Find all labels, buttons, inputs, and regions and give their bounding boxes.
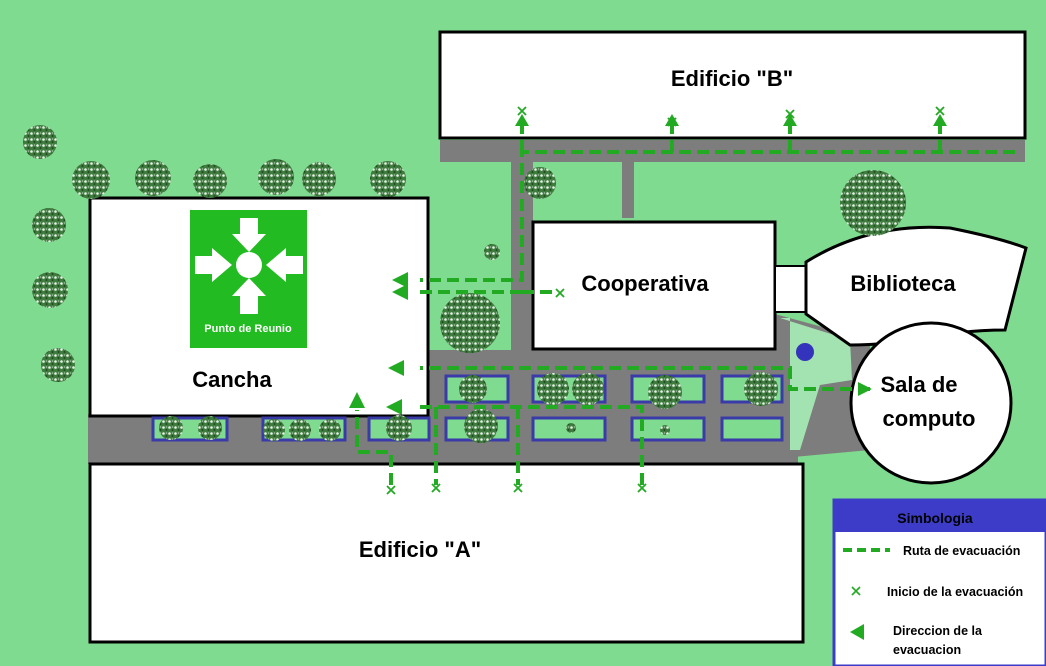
tree <box>198 416 222 440</box>
tree <box>572 373 604 405</box>
tree <box>32 272 68 308</box>
start-markers <box>386 106 945 495</box>
x-marker-icon <box>555 288 565 298</box>
direction-arrows <box>349 114 947 415</box>
tree <box>319 419 341 441</box>
tree <box>370 161 406 197</box>
arrow-up-icon <box>349 392 365 408</box>
tree <box>660 425 670 435</box>
arrow-left-icon <box>386 399 402 415</box>
arrow-up-icon <box>515 114 529 126</box>
arrow-left-icon <box>266 248 303 282</box>
arrow-down-icon <box>232 218 266 252</box>
arrow-up-icon <box>933 114 947 126</box>
evacuation-routes <box>355 125 1015 485</box>
tree <box>302 162 336 196</box>
edificio-a <box>88 462 805 644</box>
arrow-up-icon <box>783 114 797 126</box>
tree <box>258 159 294 195</box>
arrow-right-icon <box>195 248 232 282</box>
punto-de-reunion-label: Punto de Reunio <box>204 323 292 335</box>
arrow-up-icon <box>665 114 679 126</box>
tree <box>386 415 412 441</box>
x-marker-icon <box>513 483 523 493</box>
legend: Simbologia Ruta de evacuación Inicio de … <box>832 498 1046 666</box>
edificio-b <box>438 30 1027 140</box>
tree <box>263 419 285 441</box>
edificio-a-label: Edificio "A" <box>359 537 481 562</box>
legend-direction-label-2: evacuacion <box>893 643 961 657</box>
x-marker-icon <box>667 117 677 127</box>
tree <box>289 419 311 441</box>
tree <box>159 416 183 440</box>
tree <box>440 293 500 353</box>
tree <box>41 348 75 382</box>
tree <box>744 372 778 406</box>
x-marker-icon <box>431 483 441 493</box>
legend-route-label: Ruta de evacuación <box>903 544 1020 558</box>
arrow-left-icon <box>392 272 408 288</box>
tree <box>72 161 110 199</box>
tree <box>32 208 66 242</box>
tree <box>524 167 556 199</box>
fountain-dot <box>796 343 814 361</box>
legend-direction-icon <box>850 624 864 640</box>
edificio-b-label: Edificio "B" <box>671 66 793 91</box>
tree <box>464 409 498 443</box>
legend-start-symbol <box>851 586 861 596</box>
x-marker-icon <box>935 106 945 116</box>
arrow-right-icon <box>858 382 872 396</box>
sala-de-computo-label-2: computo <box>883 406 976 431</box>
trees <box>23 125 906 443</box>
tree <box>459 375 487 403</box>
connector <box>774 265 808 313</box>
arrow-left-icon <box>392 284 408 300</box>
biblioteca-label: Biblioteca <box>850 271 956 296</box>
x-marker-icon <box>517 106 527 116</box>
sala-de-computo-label-1: Sala de <box>880 372 957 397</box>
cancha-label: Cancha <box>192 367 272 392</box>
arrow-up-icon <box>232 278 266 314</box>
x-marker-icon <box>637 483 647 493</box>
tree <box>840 170 906 236</box>
punto-de-reunion-sign: Punto de Reunio <box>190 210 307 348</box>
tree <box>484 244 500 260</box>
x-marker-icon <box>386 485 396 495</box>
legend-start-label: Inicio de la evacuación <box>887 585 1023 599</box>
tree <box>135 160 171 196</box>
x-marker-icon <box>785 109 795 119</box>
tree <box>23 125 57 159</box>
legend-title: Simbologia <box>897 510 973 526</box>
tree <box>566 423 576 433</box>
arrow-left-icon <box>388 360 404 376</box>
legend-direction-label-1: Direccion de la <box>893 624 983 638</box>
tree <box>648 375 682 409</box>
tree <box>193 164 227 198</box>
tree <box>537 373 569 405</box>
cooperativa-label: Cooperativa <box>581 271 709 296</box>
cooperativa <box>531 220 777 351</box>
legend-header <box>834 500 1046 532</box>
sala-de-computo <box>849 321 1013 485</box>
